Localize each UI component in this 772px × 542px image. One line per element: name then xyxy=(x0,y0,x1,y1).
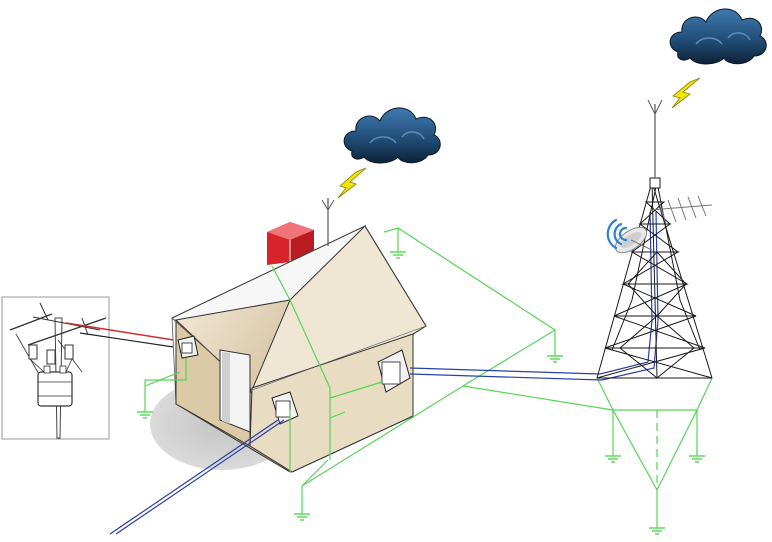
lattice-tower-icon xyxy=(596,99,713,379)
satellite-dish-icon xyxy=(614,226,653,254)
power-line xyxy=(65,322,181,342)
house-icon xyxy=(150,198,427,473)
lightning-bolt-icon xyxy=(337,77,701,199)
storm-cloud-icon xyxy=(343,8,767,164)
neutral-line xyxy=(79,332,181,349)
utility-pole-icon xyxy=(1,296,110,440)
wifi-signal-icon xyxy=(606,218,628,250)
ground-wires xyxy=(144,227,713,528)
antenna-icon xyxy=(649,195,713,225)
